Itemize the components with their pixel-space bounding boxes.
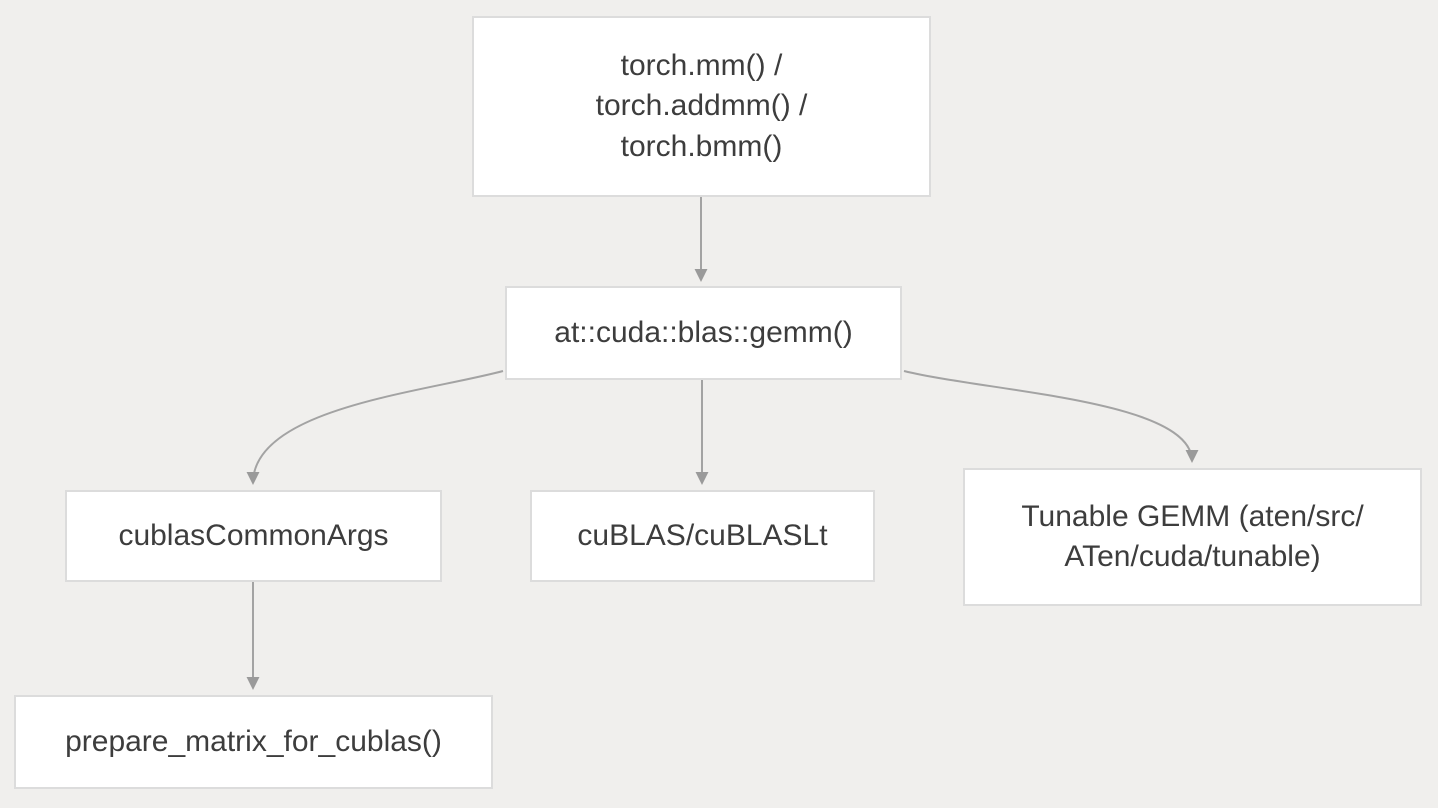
edge-gemm-to-tunable-gemm — [903, 370, 1199, 463]
node-cublas-lib-label: cuBLAS/cuBLASLt — [577, 518, 828, 552]
node-tunable-gemm: Tunable GEMM (aten/src/ ATen/cuda/tunabl… — [963, 468, 1422, 606]
node-prepare-matrix-label: prepare_matrix_for_cublas() — [65, 724, 442, 758]
node-cublas-lib: cuBLAS/cuBLASLt — [530, 490, 875, 582]
node-gemm-label: at::cuda::blas::gemm() — [554, 315, 853, 349]
node-torch-api-label: torch.mm() / torch.addmm() / torch.bmm() — [595, 48, 808, 163]
node-torch-api: torch.mm() / torch.addmm() / torch.bmm() — [472, 16, 931, 197]
edge-gemm-to-common-args — [246, 370, 504, 485]
node-cublas-common-args-label: cublasCommonArgs — [118, 518, 389, 552]
node-prepare-matrix: prepare_matrix_for_cublas() — [14, 695, 493, 789]
node-tunable-gemm-label: Tunable GEMM (aten/src/ ATen/cuda/tunabl… — [1021, 499, 1364, 574]
node-gemm: at::cuda::blas::gemm() — [505, 286, 902, 380]
node-cublas-common-args: cublasCommonArgs — [65, 490, 442, 582]
